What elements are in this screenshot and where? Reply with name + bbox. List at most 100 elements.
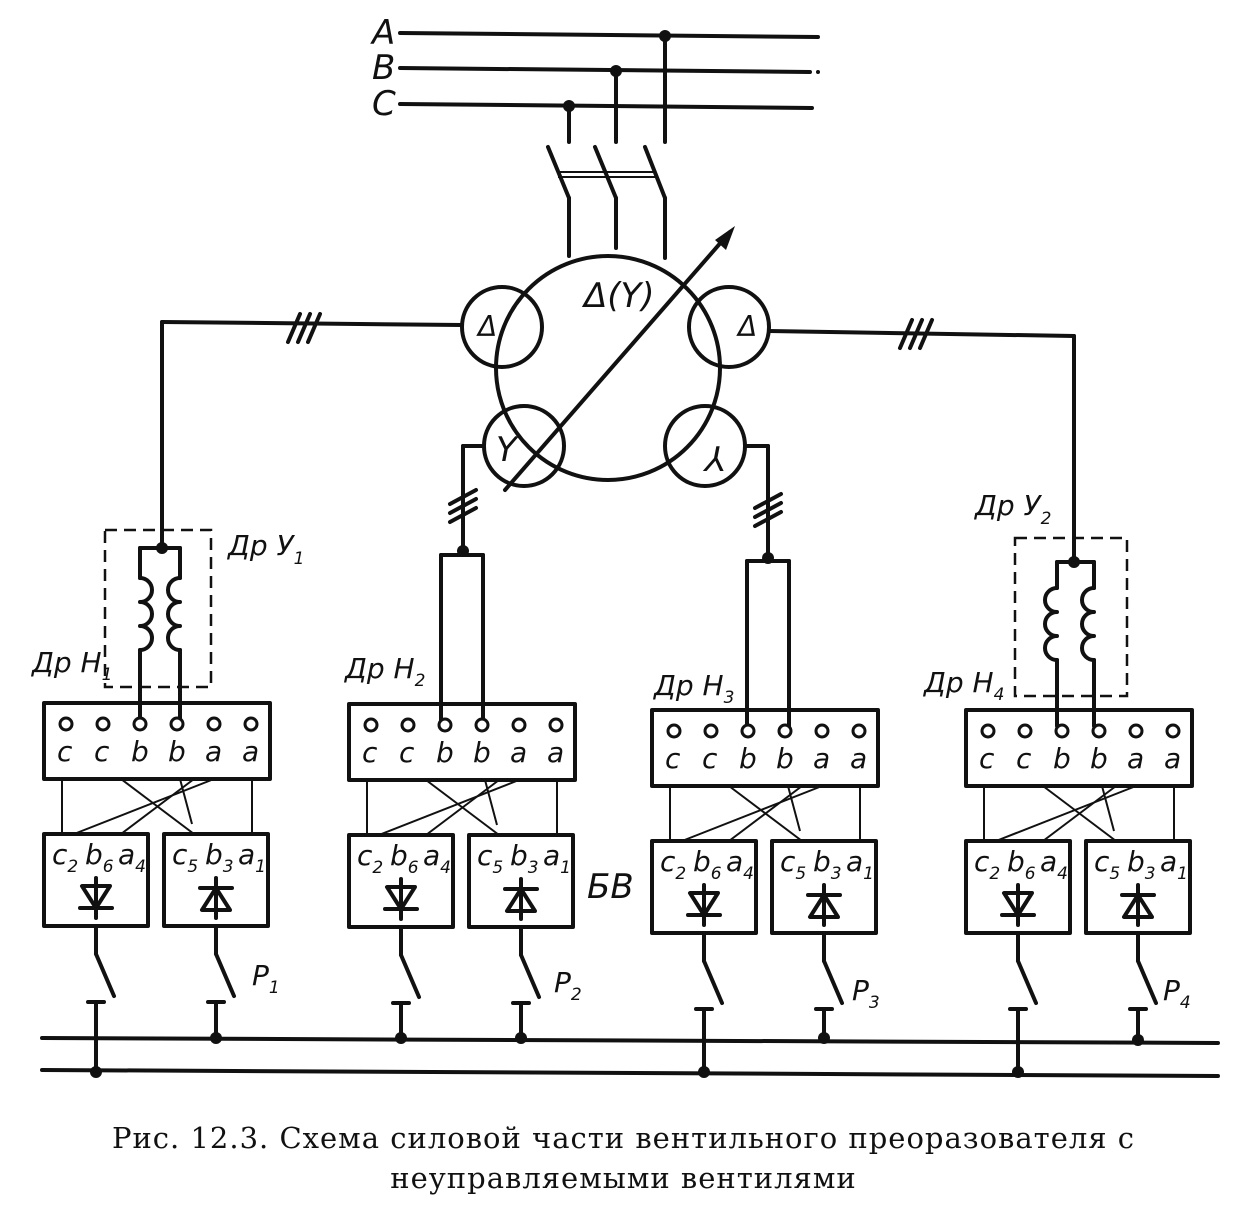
switch-2-label: P2 bbox=[554, 966, 582, 1005]
terminal bbox=[1091, 723, 1107, 739]
terminal-label: a bbox=[510, 736, 527, 769]
star-left-symbol: Y bbox=[496, 430, 519, 470]
terminal bbox=[980, 723, 996, 739]
diode-pin-label: a4 bbox=[118, 838, 146, 877]
bus-junction bbox=[515, 1032, 527, 1044]
switch-blade bbox=[94, 952, 116, 998]
feed-loops bbox=[439, 545, 791, 730]
terminal-label: b bbox=[168, 735, 186, 768]
terminal bbox=[814, 723, 830, 739]
choke-3-label: Др Н3 bbox=[652, 669, 734, 708]
reactor-2: Др У2 bbox=[973, 489, 1129, 728]
winding-delta-right bbox=[687, 285, 771, 369]
diode-pin-label: b6 bbox=[390, 839, 419, 878]
phase-a-label: A bbox=[370, 13, 395, 53]
diode-pin-label: a4 bbox=[726, 845, 754, 884]
diode-pin-label: c5 bbox=[780, 845, 806, 884]
transformer: Δ Δ Y ⅄ Δ(Y) bbox=[460, 226, 771, 492]
diode-pin-label: c2 bbox=[357, 839, 383, 878]
terminal bbox=[95, 716, 111, 732]
phase-c-label: C bbox=[372, 84, 396, 124]
diode-pin-label: b3 bbox=[813, 845, 842, 884]
terminal bbox=[548, 717, 564, 733]
rectifier-block-label: БВ bbox=[587, 867, 634, 907]
diode-pin-label: b6 bbox=[693, 845, 722, 884]
terminal-label: c bbox=[399, 736, 415, 769]
diode-pin-label: c5 bbox=[172, 838, 198, 877]
switch-4-label: P4 bbox=[1163, 974, 1191, 1013]
diode-pin-label: c2 bbox=[974, 845, 1000, 884]
terminal-label: a bbox=[1164, 742, 1181, 775]
reactor-2-label: Др У2 bbox=[973, 489, 1051, 529]
figure-caption: Рис. 12.3. Схема силовой части вентильно… bbox=[111, 1121, 1136, 1195]
choke-2-label: Др Н2 bbox=[343, 652, 425, 691]
terminal bbox=[511, 717, 527, 733]
switch-blade bbox=[702, 959, 724, 1005]
converter-power-schematic: A B C Δ Δ Y ⅄ Δ(Y) bbox=[30, 13, 1220, 1078]
terminal bbox=[400, 717, 416, 733]
terminal-label: b bbox=[1090, 742, 1108, 775]
switch-blade bbox=[214, 952, 236, 998]
diode-pin-label: c5 bbox=[1094, 845, 1120, 884]
terminal bbox=[437, 717, 453, 733]
terminal-label: a bbox=[205, 735, 222, 768]
terminal bbox=[740, 723, 756, 739]
terminal bbox=[851, 723, 867, 739]
terminal bbox=[243, 716, 259, 732]
terminal bbox=[363, 717, 379, 733]
terminal-label: c bbox=[57, 735, 73, 768]
terminal-label: a bbox=[1127, 742, 1144, 775]
switch-blade bbox=[519, 953, 541, 999]
terminal bbox=[703, 723, 719, 739]
three-pole-breaker bbox=[546, 34, 667, 260]
terminal-label: c bbox=[665, 742, 681, 775]
delta-left-symbol: Δ bbox=[476, 310, 497, 343]
diode-pin-label: c5 bbox=[477, 839, 503, 878]
terminal-label: a bbox=[242, 735, 259, 768]
diode-pin-label: b6 bbox=[1007, 845, 1036, 884]
transformer-leads bbox=[160, 312, 1076, 564]
terminal-label: c bbox=[702, 742, 718, 775]
terminal-block bbox=[650, 708, 880, 788]
diode-pin-label: b3 bbox=[205, 838, 234, 877]
diode-pin-label: a4 bbox=[423, 839, 451, 878]
terminal-label: b bbox=[131, 735, 149, 768]
terminal bbox=[777, 723, 793, 739]
diode-pin-label: b3 bbox=[1127, 845, 1156, 884]
terminal-block bbox=[347, 702, 577, 782]
transformer-label: Δ(Y) bbox=[581, 276, 655, 316]
diode-pin-label: c2 bbox=[52, 838, 78, 877]
switch-blade bbox=[1136, 959, 1158, 1005]
terminal-label: c bbox=[1016, 742, 1032, 775]
diode-pin-label: a1 bbox=[238, 838, 266, 877]
terminal-block bbox=[964, 708, 1194, 788]
terminal bbox=[132, 716, 148, 732]
terminal-label: c bbox=[979, 742, 995, 775]
terminal-label: b bbox=[436, 736, 454, 769]
diode-pin-label: c2 bbox=[660, 845, 686, 884]
terminal-label: c bbox=[94, 735, 110, 768]
reactor-1-label: Др У1 bbox=[226, 529, 304, 569]
terminal bbox=[169, 716, 185, 732]
terminal bbox=[58, 716, 74, 732]
terminal bbox=[474, 717, 490, 733]
diode-pin-label: b6 bbox=[85, 838, 114, 877]
phase-b-label: B bbox=[372, 48, 395, 88]
switch-3-label: P3 bbox=[852, 974, 880, 1013]
diode-pin-label: b3 bbox=[510, 839, 539, 878]
terminal-label: b bbox=[473, 736, 491, 769]
switch-1-label: P1 bbox=[252, 959, 280, 998]
choke-1-label: Др Н1 bbox=[30, 646, 112, 685]
choke-4-label: Др Н4 bbox=[922, 666, 1004, 705]
star-right-symbol: ⅄ bbox=[702, 440, 726, 480]
terminal-label: a bbox=[547, 736, 564, 769]
reactor-1: Др У1 bbox=[103, 528, 304, 722]
switch-blade bbox=[1016, 959, 1038, 1005]
terminal bbox=[1165, 723, 1181, 739]
terminal-label: a bbox=[813, 742, 830, 775]
